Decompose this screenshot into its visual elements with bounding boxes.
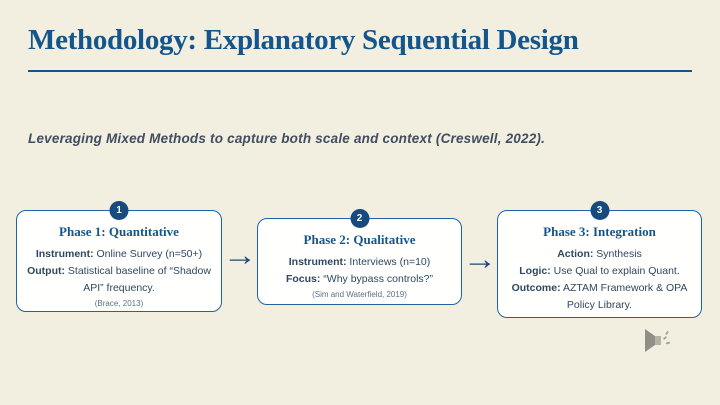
phase-2-body: Instrument: Interviews (n=10) Focus: “Wh…	[258, 254, 461, 301]
phase-1-box: 1 Phase 1: Quantitative Instrument: Onli…	[16, 201, 222, 312]
phase-3-line-outcome: Outcome: AZTAM Framework & OPA Policy Li…	[511, 282, 688, 311]
phase-3-heading: Phase 3: Integration	[543, 224, 656, 239]
slide-subtitle: Leveraging Mixed Methods to capture both…	[28, 131, 546, 146]
slide-title: Methodology: Explanatory Sequential Desi…	[28, 24, 579, 56]
phase-2-line-focus: Focus: “Why bypass controls?”	[285, 273, 434, 285]
phase-3-number-badge: 3	[590, 201, 609, 220]
phase-2-box: 2 Phase 2: Qualitative Instrument: Inter…	[257, 209, 462, 305]
phase-3-body: Action: Synthesis Logic: Use Qual to exp…	[498, 246, 701, 314]
phase-1-citation: (Brace, 2013)	[94, 299, 144, 308]
phase-1-heading: Phase 1: Quantitative	[59, 224, 179, 239]
phase-2-heading: Phase 2: Qualitative	[303, 232, 416, 247]
phase-2-citation: (Sim and Waterfield, 2019)	[312, 290, 407, 299]
phase-2-line-instrument: Instrument: Interviews (n=10)	[288, 256, 431, 268]
audio-speaker-icon[interactable]	[644, 328, 672, 354]
flow-arrow-2-icon: →	[462, 243, 498, 276]
flow-arrow-1-icon: →	[222, 239, 258, 272]
phase-1-line-output: Output: Statistical baseline of “Shadow …	[27, 265, 211, 294]
phase-1-line-instrument: Instrument: Online Survey (n=50+)	[35, 248, 203, 260]
phase-3-line-action: Action: Synthesis	[557, 248, 642, 260]
phase-2-number-badge: 2	[350, 209, 369, 228]
title-divider	[28, 70, 692, 72]
phase-3-line-logic: Logic: Use Qual to explain Quant.	[519, 265, 680, 277]
phase-3-box: 3 Phase 3: Integration Action: Synthesis…	[497, 201, 702, 318]
phase-1-body: Instrument: Online Survey (n=50+) Output…	[17, 246, 221, 310]
phase-1-number-badge: 1	[109, 201, 129, 220]
